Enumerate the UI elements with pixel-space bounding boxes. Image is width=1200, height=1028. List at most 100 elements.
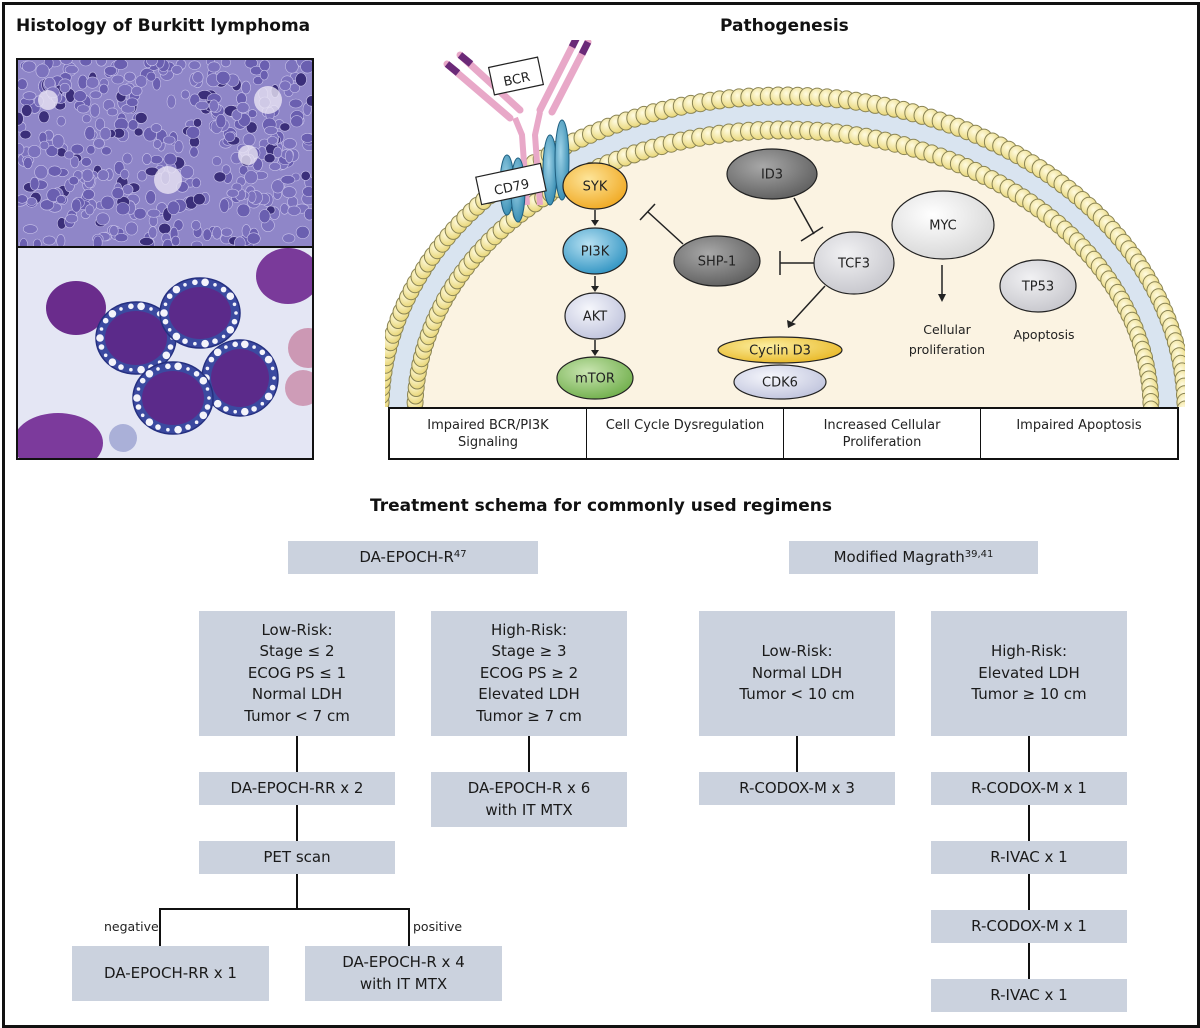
pathogenesis-title: Pathogenesis [720,16,849,36]
regimen-ref: 39,41 [964,548,994,560]
svg-text:SHP-1: SHP-1 [698,255,737,270]
nucleus [125,221,138,236]
nucleus [215,113,227,129]
nucleus [279,203,289,215]
cdk6-node: CDK6 [733,364,827,400]
nucleus [113,60,128,70]
myc-node: MYC [891,190,995,260]
nucleus [192,71,204,84]
regimen-da-epoch-r: DA-EPOCH-R47 [288,541,538,574]
nucleus [56,115,66,127]
nucleus [188,60,201,70]
nucleus [126,97,139,107]
nucleus [226,188,239,198]
category-bcr-pi3k: Impaired BCR/PI3K Signaling [390,409,587,458]
nucleus [171,65,183,75]
nucleus [202,228,212,241]
nucleus [166,94,176,109]
akt-node: AKT [564,292,626,340]
nucleus [273,146,283,159]
svg-text:Cyclin D3: Cyclin D3 [749,344,811,359]
nucleus [106,107,118,117]
nucleus [27,145,42,159]
nucleus [150,123,162,133]
magrath-high-step-2: R-IVAC x 1 [931,841,1127,874]
tissue-section-image [18,60,312,253]
nucleus [282,138,297,150]
category-proliferation: Increased Cellular Proliferation [784,409,981,458]
nucleus [56,234,66,248]
nucleus [123,71,136,82]
epoch-low-step-1: DA-EPOCH-RR x 2 [199,772,395,805]
svg-text:mTOR: mTOR [575,372,615,387]
cytology-smear-image [18,248,312,458]
regimen-modified-magrath: Modified Magrath39,41 [789,541,1038,574]
nucleus [145,190,156,205]
nucleus [47,165,62,177]
nucleus [136,170,148,182]
myc-outcome-line1: Cellular [923,322,971,337]
cytology-smear-graphic [18,248,312,458]
nucleus [285,60,299,74]
nucleus [148,226,158,239]
arrowheads [591,220,946,356]
nucleus [147,208,161,218]
nucleus [271,179,285,194]
nucleus [95,117,106,131]
nucleus [180,165,194,179]
nucleus [100,195,115,210]
nucleus [70,143,84,155]
nucleus [82,188,95,200]
nucleus [68,176,79,186]
branch-connector [159,908,410,910]
nucleus [263,153,276,164]
svg-text:TP53: TP53 [1021,280,1054,295]
nucleus [236,101,250,114]
nucleus [264,126,278,136]
treatment-title: Treatment schema for commonly used regim… [370,496,832,516]
syk-node: SYK [562,162,628,210]
nucleus [76,104,90,114]
nucleus [279,122,291,132]
nucleus [99,127,112,141]
nucleus [247,109,258,118]
nucleus [122,152,133,165]
nucleus [26,196,37,206]
nucleus [97,169,110,181]
nucleus [34,164,48,180]
nucleus [221,164,231,175]
nucleus [18,78,28,90]
nucleus [304,208,312,221]
nucleus [38,110,50,124]
connector [296,805,298,841]
nucleus [224,131,236,143]
nucleus [111,187,125,200]
nucleus [23,156,33,170]
nucleus [109,225,119,237]
nucleus [290,115,304,128]
nucleus [211,156,222,167]
nucleus [19,129,32,140]
nucleus [284,149,294,164]
nucleus [70,155,80,169]
connector [796,736,798,772]
pathogenesis-diagram: BCR CD79 SYK [385,40,1185,407]
nucleus [39,140,50,150]
nucleus [18,111,24,126]
magrath-high-step-4: R-IVAC x 1 [931,979,1127,1012]
nucleus [300,133,312,143]
nucleus [133,207,147,220]
nucleus [42,235,56,246]
nucleus [139,237,154,246]
nucleus [207,61,221,73]
nucleus [295,225,310,239]
blast-cell-icon [18,413,103,458]
svg-text:ID3: ID3 [761,168,783,183]
tp53-outcome: Apoptosis [1013,327,1074,342]
epoch-high-risk-criteria: High-Risk: Stage ≥ 3 ECOG PS ≥ 2 Elevate… [431,611,627,736]
nucleus [84,204,95,216]
nucleus [152,139,162,149]
connector [1028,943,1030,979]
nucleus [85,76,100,89]
nucleus [96,212,110,226]
